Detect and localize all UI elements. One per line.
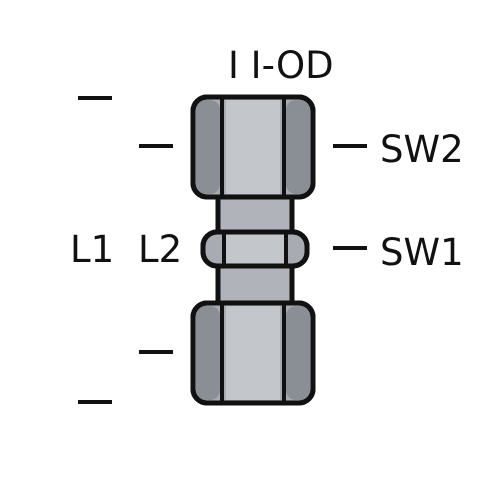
upper-nut-center-flat [226,100,280,194]
center-hex-center-flat [226,234,284,264]
lower-nut [190,300,316,406]
sw1-label: SW1 [380,231,464,274]
lower-nut-right-flat [286,306,310,400]
od-label: I I-OD [228,44,334,87]
center-hex-outline [200,229,310,269]
upper-nut-left-flat [196,100,220,194]
lower-nut-left-flat [196,306,220,400]
center-hex [200,229,310,269]
lower-nut-center-flat [226,306,280,400]
upper-nut-right-flat [286,100,310,194]
upper-nut [190,94,316,200]
lower-nut-outline [190,300,316,406]
union-fitting [190,94,316,406]
l1-label: L1 [70,228,114,271]
sw2-label: SW2 [380,128,464,171]
upper-nut-outline [190,94,316,200]
l2-label: L2 [138,228,182,271]
